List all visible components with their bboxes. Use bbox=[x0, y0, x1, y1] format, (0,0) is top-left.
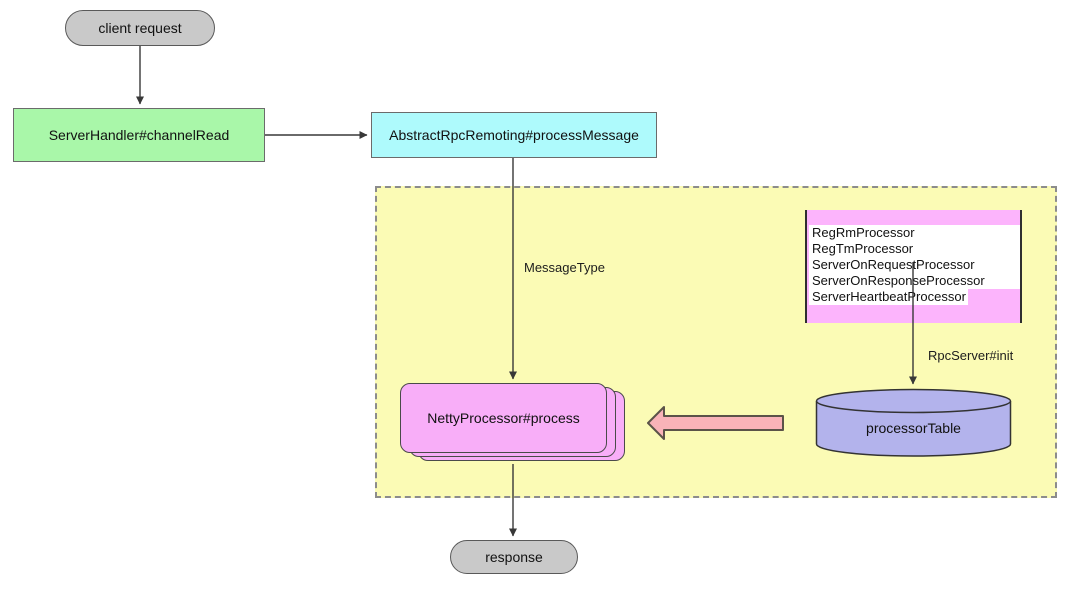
response-label: response bbox=[485, 549, 543, 565]
processor-table-cylinder: processorTable bbox=[815, 388, 1012, 458]
abstract-rpc-remoting-node: AbstractRpcRemoting#processMessage bbox=[371, 112, 657, 158]
processor-list-box: RegRmProcessor RegTmProcessor ServerOnRe… bbox=[805, 210, 1022, 323]
list-item: RegTmProcessor bbox=[809, 241, 1020, 257]
list-item: ServerOnResponseProcessor bbox=[809, 273, 1020, 289]
list-item: RegRmProcessor bbox=[809, 225, 1020, 241]
processor-table-label: processorTable bbox=[866, 420, 961, 436]
edge-label-rpc-server-init: RpcServer#init bbox=[928, 348, 1014, 363]
response-node: response bbox=[450, 540, 578, 574]
netty-processor-label: NettyProcessor#process bbox=[427, 410, 580, 426]
edge-label-message-type: MessageType bbox=[524, 260, 605, 275]
server-handler-node: ServerHandler#channelRead bbox=[13, 108, 265, 162]
block-arrow-left-icon bbox=[647, 406, 784, 440]
client-request-label: client request bbox=[98, 20, 182, 36]
netty-processor-node: NettyProcessor#process bbox=[400, 383, 607, 453]
abstract-rpc-remoting-label: AbstractRpcRemoting#processMessage bbox=[389, 127, 639, 143]
processor-list-items: RegRmProcessor RegTmProcessor ServerOnRe… bbox=[809, 225, 1020, 305]
list-item: ServerOnRequestProcessor bbox=[809, 257, 1020, 273]
client-request-node: client request bbox=[65, 10, 215, 46]
list-item: ServerHeartbeatProcessor bbox=[809, 289, 1020, 305]
cylinder-shape bbox=[815, 388, 1012, 457]
server-handler-label: ServerHandler#channelRead bbox=[48, 127, 230, 143]
